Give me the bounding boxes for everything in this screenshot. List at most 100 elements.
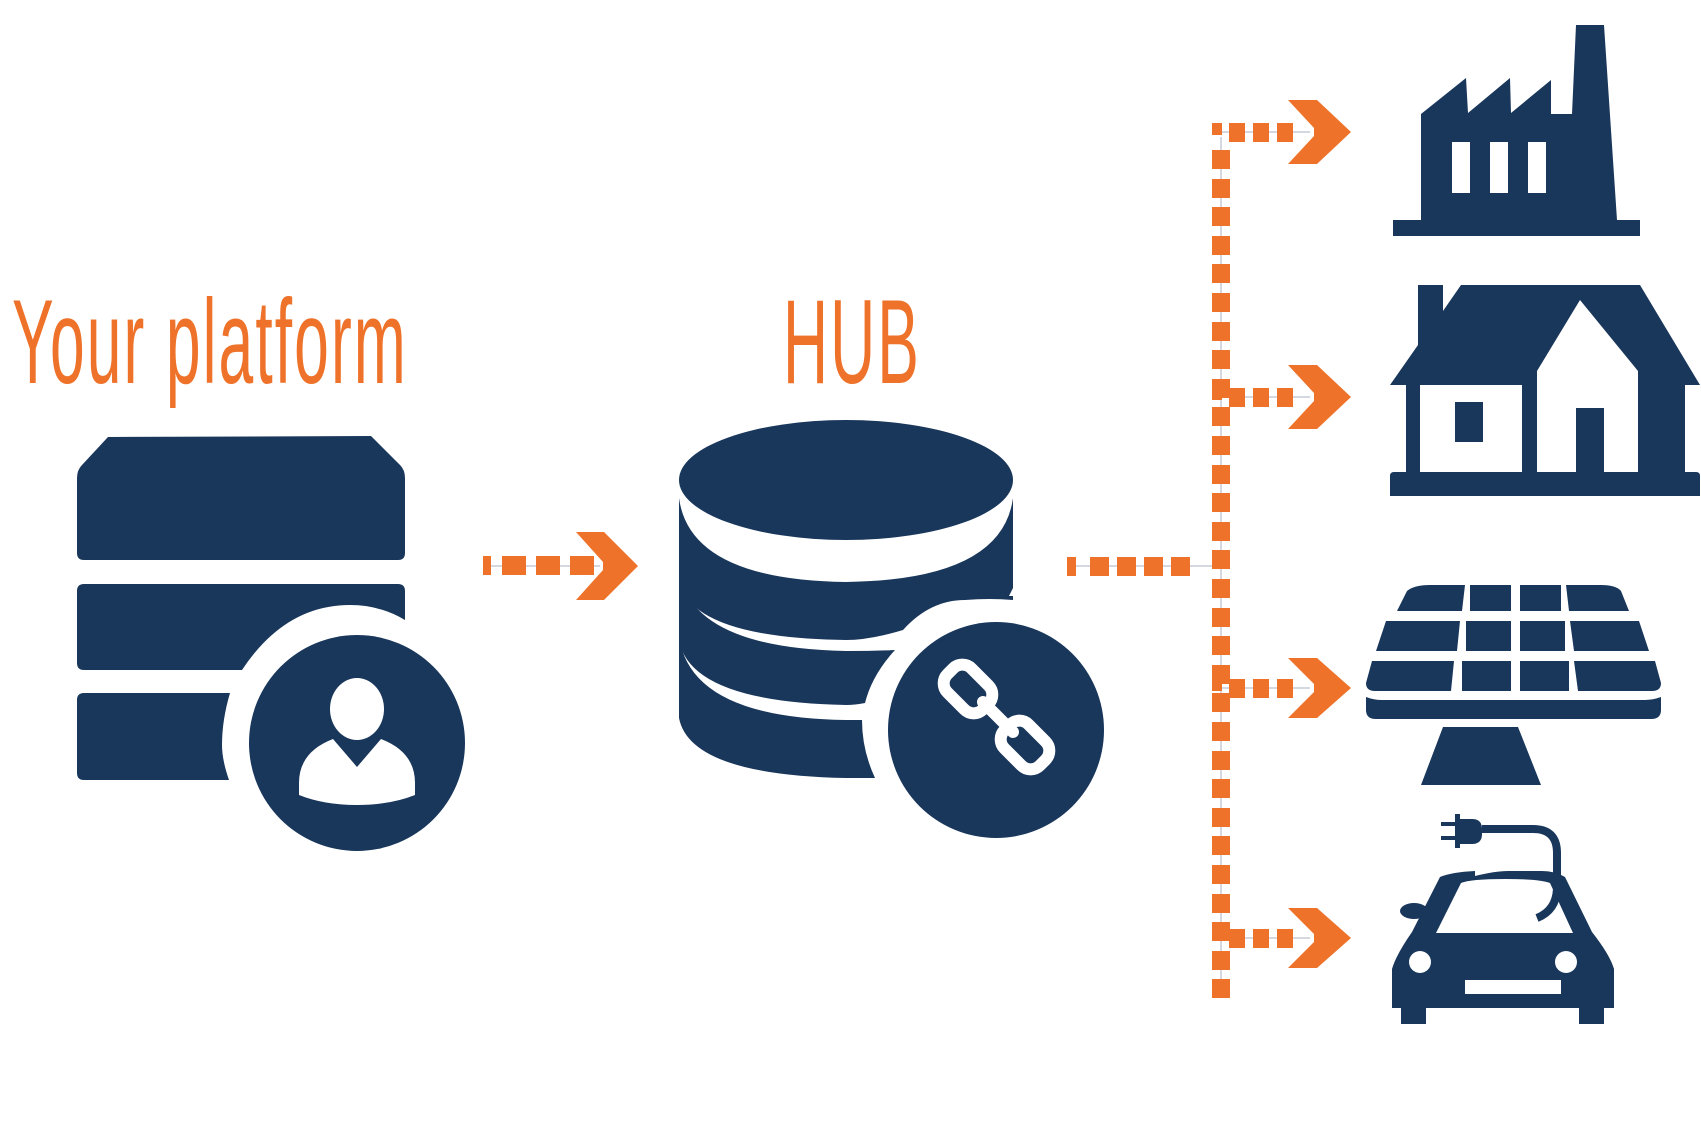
connector-dot xyxy=(1277,388,1293,407)
solar-stand xyxy=(1421,727,1541,785)
connector-dot xyxy=(1212,322,1230,341)
connector-dot xyxy=(1229,929,1245,948)
connector-dot xyxy=(1212,350,1230,369)
solar-cell xyxy=(1466,621,1511,651)
connector-dot xyxy=(1212,436,1230,455)
connector-dot xyxy=(1171,557,1190,576)
chevron-right-icon xyxy=(1288,908,1351,968)
solar-cell xyxy=(1574,661,1661,691)
connector-dot xyxy=(1212,894,1230,913)
user-badge xyxy=(249,635,465,851)
connector-dot xyxy=(570,556,594,575)
connector-dot xyxy=(1212,929,1222,941)
connector-dot xyxy=(1212,465,1230,484)
solar-cell xyxy=(1520,661,1569,691)
connector-dot xyxy=(1212,951,1230,970)
connector-dot xyxy=(1212,550,1230,569)
connector-platform-to-hub xyxy=(483,556,594,575)
database-band-3 xyxy=(679,636,875,778)
cable xyxy=(1482,825,1561,922)
factory-window xyxy=(1528,142,1546,193)
connector-dot xyxy=(536,556,560,575)
connector-dot xyxy=(1229,679,1245,698)
factory-window xyxy=(1490,142,1508,193)
user-body-icon xyxy=(299,739,415,805)
connector-dot xyxy=(1212,636,1230,655)
connector-dot xyxy=(1117,557,1136,576)
connector-dot xyxy=(1212,388,1222,400)
connector-dot xyxy=(1212,608,1230,627)
connector-dot xyxy=(1212,264,1230,283)
connector-dot xyxy=(1212,836,1230,855)
connector-dot xyxy=(1212,522,1230,541)
license-plate xyxy=(1465,980,1561,994)
connector-dot xyxy=(1212,679,1222,691)
hub-title: HUB xyxy=(783,275,921,409)
connector-dot xyxy=(1212,236,1230,255)
connector-dot xyxy=(1212,293,1230,312)
server-unit-bottom xyxy=(77,693,230,780)
connector-dot xyxy=(1277,123,1293,142)
chevron-right-icon xyxy=(576,532,638,600)
connector-dot xyxy=(1144,557,1163,576)
plug-icon xyxy=(1441,814,1482,848)
connector-dot xyxy=(1090,557,1109,576)
user-head-icon xyxy=(330,678,384,740)
connector-dot xyxy=(1212,407,1230,426)
solar-cell xyxy=(1520,585,1561,611)
connector-dot xyxy=(1277,929,1293,948)
chevron-right-icon xyxy=(1288,365,1351,429)
connector-dot xyxy=(1253,929,1269,948)
connector-dot xyxy=(1212,751,1230,770)
server-unit-middle xyxy=(77,584,405,670)
factory-window xyxy=(1452,142,1470,193)
house-window xyxy=(1455,402,1483,442)
solar-panel-icon xyxy=(1366,585,1661,785)
connector-dot xyxy=(1212,579,1230,598)
connector-dot xyxy=(1212,693,1230,712)
connector-dot xyxy=(1067,557,1076,576)
connector-dot xyxy=(502,556,526,575)
connector-dot xyxy=(1212,179,1230,198)
connector-dot xyxy=(1212,123,1222,135)
factory-icon xyxy=(1393,25,1640,236)
solar-cell xyxy=(1470,585,1511,611)
link-badge xyxy=(888,622,1104,838)
connector-dot xyxy=(1212,722,1230,741)
platform-title: Your platform xyxy=(12,275,408,409)
connector-dot xyxy=(1229,123,1245,142)
car-body xyxy=(1392,871,1614,1024)
connector-dot xyxy=(1229,388,1245,407)
database-band-1 xyxy=(679,498,1013,640)
house-icon xyxy=(1390,285,1700,496)
solar-cell xyxy=(1397,585,1465,611)
solar-cell xyxy=(1566,585,1629,611)
chevron-right-icon xyxy=(1288,658,1351,718)
connector-dot xyxy=(1212,808,1230,827)
database-link-icon xyxy=(679,420,1104,838)
solar-cell xyxy=(1462,661,1511,691)
electric-car-icon xyxy=(1392,814,1614,1024)
chain-link-icon xyxy=(937,658,1056,776)
connector-dot xyxy=(1253,679,1269,698)
headlight-right xyxy=(1555,951,1577,973)
server-unit-top xyxy=(77,436,405,560)
connector-dot xyxy=(1277,679,1293,698)
connector-dot xyxy=(1212,979,1230,998)
connector-dot xyxy=(1212,493,1230,512)
solar-cell xyxy=(1570,621,1649,651)
connector-hub-trunk xyxy=(1067,150,1230,998)
connector-dot xyxy=(1253,123,1269,142)
connector-branches xyxy=(1212,123,1293,948)
server-user-icon xyxy=(77,436,465,851)
solar-frame xyxy=(1366,697,1661,719)
solar-cell xyxy=(1376,621,1460,651)
headlight-left xyxy=(1409,951,1431,973)
database-top xyxy=(679,420,1013,540)
chevrons xyxy=(576,100,1351,968)
solar-cell xyxy=(1520,621,1565,651)
connector-dot xyxy=(1253,388,1269,407)
solar-cell xyxy=(1366,661,1454,691)
connector-dot xyxy=(1212,150,1230,169)
